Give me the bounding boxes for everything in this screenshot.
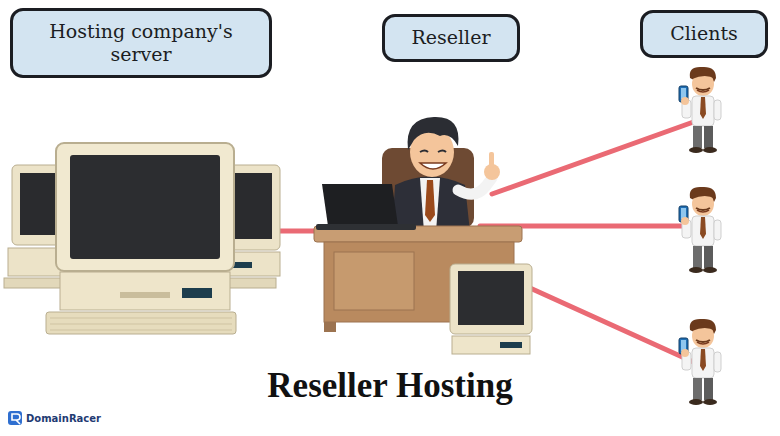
desk-monitor-part — [450, 264, 532, 334]
desk-monitor-part — [458, 271, 524, 325]
laptop — [316, 184, 416, 230]
desk-monitor — [450, 264, 532, 354]
diagram-title: Reseller Hosting — [0, 366, 780, 406]
client-figures-part — [679, 67, 721, 153]
watermark-logo-part — [12, 414, 20, 424]
desk-monitor-part — [500, 342, 522, 348]
server-computers-part — [60, 272, 230, 310]
reseller-figure-part — [420, 178, 440, 232]
client-figures-part — [679, 319, 721, 405]
watermark-logo-part — [8, 411, 22, 425]
reseller-figure-part — [425, 180, 435, 222]
desk-monitor-part — [452, 336, 530, 354]
server-computers-part — [46, 312, 236, 334]
reseller-figure-part — [420, 163, 446, 169]
server-computers-part — [70, 155, 220, 259]
server-computers-part — [4, 278, 66, 288]
reseller-figure-part — [408, 117, 459, 150]
watermark: DomainRacer — [26, 413, 101, 424]
laptop-part — [316, 224, 416, 230]
client-figures-part — [679, 187, 721, 273]
box-label: Hosting company's server — [23, 20, 259, 66]
server-computers — [4, 143, 280, 334]
clients-label-box: Clients — [640, 10, 768, 58]
reseller-figure-part — [489, 152, 494, 168]
connection-lines-part — [530, 288, 700, 365]
reseller-figure-part — [458, 178, 492, 194]
server-computers-part — [50, 318, 232, 330]
box-label: Reseller — [411, 26, 490, 49]
box-label: Clients — [670, 22, 738, 45]
desk-part — [334, 252, 414, 310]
client-figures — [679, 67, 721, 405]
reseller-figure-part — [420, 151, 446, 153]
server-computers-part — [182, 288, 212, 298]
server-computers-part — [56, 143, 234, 271]
laptop-part — [322, 184, 398, 226]
server-computers-part — [120, 292, 170, 298]
server-label-box: Hosting company's server — [10, 8, 272, 78]
reseller-figure — [382, 117, 500, 232]
watermark-logo — [8, 411, 22, 425]
desk-part — [324, 322, 336, 332]
connection-lines — [272, 120, 700, 365]
connection-lines-part — [492, 120, 699, 194]
reseller-label-box: Reseller — [382, 14, 520, 62]
